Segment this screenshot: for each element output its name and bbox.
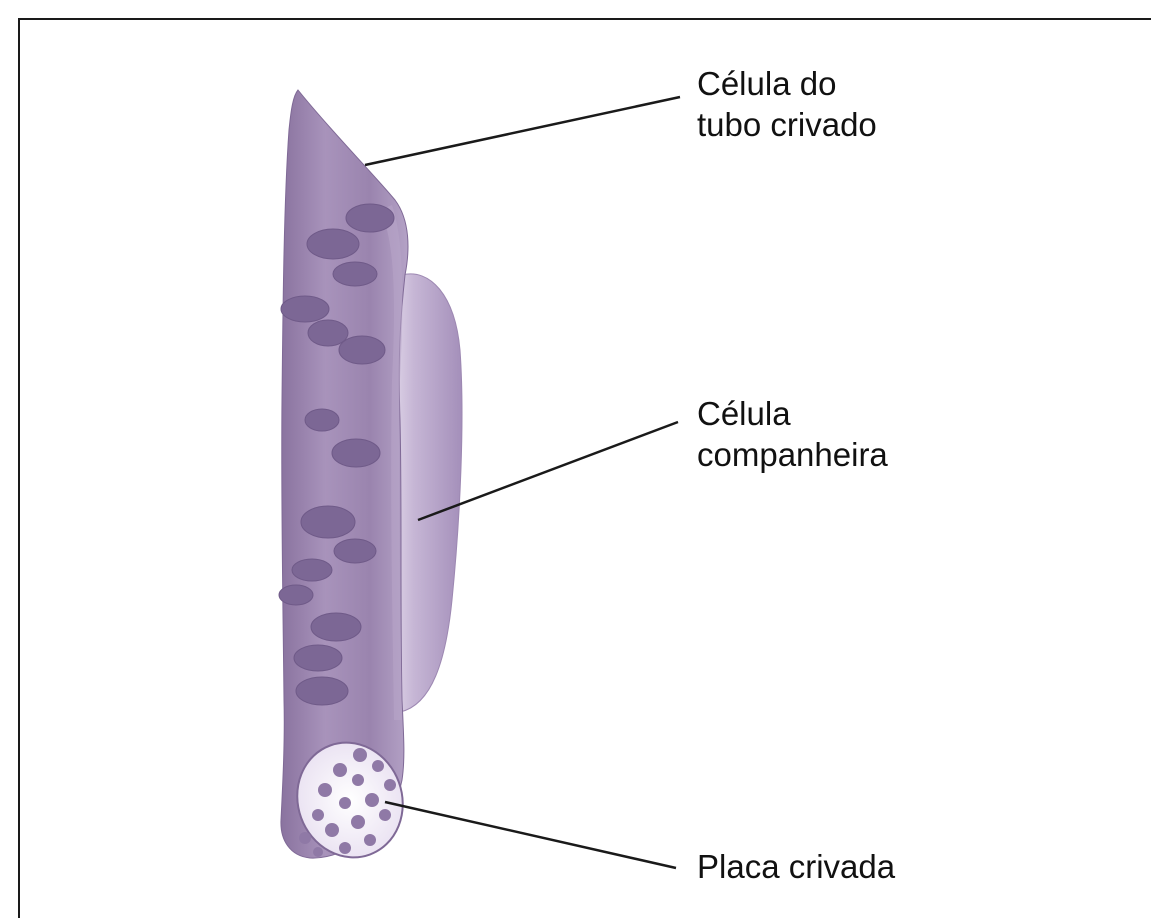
sieve-pore	[333, 763, 347, 777]
sieve-pore	[372, 760, 384, 772]
sieve-pore	[312, 809, 324, 821]
organelle	[301, 506, 355, 538]
sieve-pore	[339, 842, 351, 854]
organelle	[281, 296, 329, 322]
sieve-pore	[353, 748, 367, 762]
organelle	[334, 539, 376, 563]
sieve-pore	[299, 832, 311, 844]
label-line: companheira	[697, 434, 888, 475]
organelle	[305, 409, 339, 431]
label-line: Célula	[697, 393, 888, 434]
sieve-pore	[325, 823, 339, 837]
sieve-pore	[351, 815, 365, 829]
organelle	[339, 336, 385, 364]
organelle	[332, 439, 380, 467]
organelle	[292, 559, 332, 581]
organelle	[279, 585, 313, 605]
label-line: Célula do	[697, 63, 877, 104]
sieve-pore	[318, 783, 332, 797]
sieve-pore	[379, 809, 391, 821]
organelle	[311, 613, 361, 641]
label-sieve-plate: Placa crivada	[697, 846, 895, 887]
organelle	[308, 320, 348, 346]
organelle	[307, 229, 359, 259]
sieve-pore	[384, 779, 396, 791]
organelle	[294, 645, 342, 671]
sieve-pore	[313, 847, 323, 857]
leader-line-sieve-tube	[365, 97, 680, 165]
sieve-pore	[365, 793, 379, 807]
label-line: Placa crivada	[697, 846, 895, 887]
leader-line-sieve-plate	[385, 802, 676, 868]
organelle	[296, 677, 348, 705]
label-line: tubo crivado	[697, 104, 877, 145]
sieve-pore	[352, 774, 364, 786]
sieve-pore	[339, 797, 351, 809]
organelle	[346, 204, 394, 232]
label-companion-cell: Célula companheira	[697, 393, 888, 475]
sieve-pore	[364, 834, 376, 846]
organelle	[333, 262, 377, 286]
label-sieve-tube-cell: Célula do tubo crivado	[697, 63, 877, 145]
